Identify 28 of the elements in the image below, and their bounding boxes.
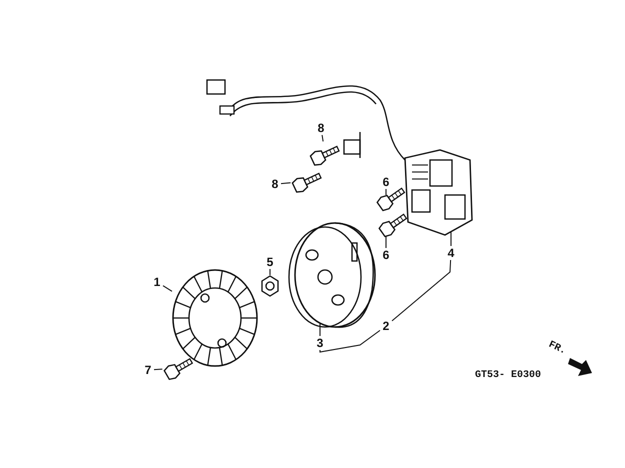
callout-number: 1	[152, 276, 162, 288]
bolt-icon	[164, 358, 194, 380]
direction-label: FR.	[546, 340, 568, 358]
bolt-icon	[310, 146, 340, 166]
callout-number: 7	[143, 364, 153, 376]
leader-line	[450, 232, 452, 246]
leader-line	[392, 260, 452, 322]
nut-icon	[261, 275, 279, 297]
callout-number: 2	[381, 320, 391, 332]
leader-line	[280, 182, 292, 184]
callout-number: 6	[381, 249, 391, 261]
callout-number: 8	[316, 122, 326, 134]
drawing-code: GT53- E0300	[475, 370, 542, 381]
bolt-icon	[292, 172, 322, 193]
leader-line	[320, 330, 380, 353]
bolt-icon	[378, 214, 408, 238]
callout-number: 8	[270, 178, 280, 190]
leader-line	[162, 285, 172, 292]
callout-number: 3	[315, 337, 325, 349]
callout-number: 4	[446, 247, 456, 259]
leader-line	[322, 134, 324, 142]
flywheel-drawing	[288, 222, 376, 328]
cooling-fan-drawing	[172, 269, 258, 367]
stator-coil-drawing	[404, 149, 473, 236]
bolt-icon	[376, 188, 406, 212]
callout-number: 5	[265, 256, 275, 268]
callout-number: 6	[381, 176, 391, 188]
leader-line	[154, 368, 163, 370]
